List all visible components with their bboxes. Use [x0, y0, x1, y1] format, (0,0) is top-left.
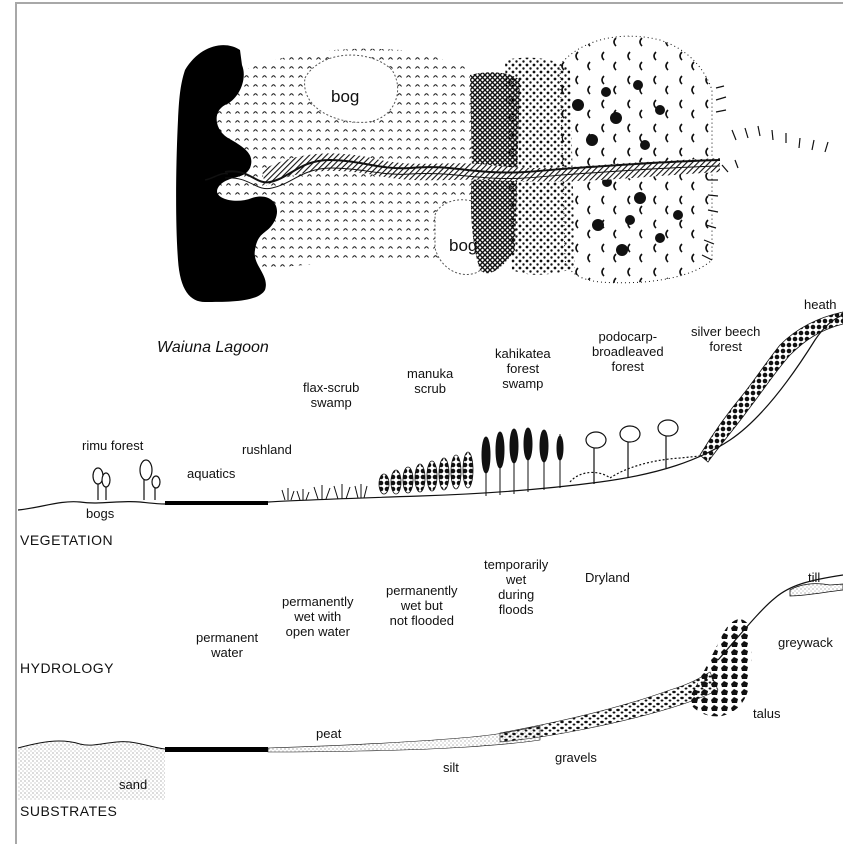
label-till: till	[808, 570, 820, 585]
label-peat: peat	[316, 726, 341, 741]
label-podocarp-forest: podocarp- broadleaved forest	[592, 329, 664, 374]
label-kahikatea-swamp: kahikatea forest swamp	[495, 346, 551, 391]
label-flax-scrub-swamp: flax-scrub swamp	[303, 380, 359, 410]
label-bogs: bogs	[86, 506, 114, 521]
label-silver-beech-forest: silver beech forest	[691, 324, 760, 354]
map-plan-view	[176, 36, 828, 302]
label-sand: sand	[119, 777, 147, 792]
label-wet-open-water: permanently wet with open water	[282, 594, 354, 639]
veg-lagoon-water	[165, 501, 268, 505]
section-title-hydrology: HYDROLOGY	[20, 660, 114, 676]
substrate-lagoon-water	[165, 747, 268, 752]
bog-label-lower: bog	[449, 236, 477, 256]
gravels-layer	[500, 672, 718, 742]
manuka-scrub	[379, 452, 473, 494]
wetland-diagram	[0, 0, 843, 821]
label-aquatics: aquatics	[187, 466, 235, 481]
podocarp-trees	[570, 420, 700, 484]
section-title-substrates: SUBSTRATES	[20, 803, 117, 819]
section-title-vegetation: VEGETATION	[20, 532, 113, 548]
heath-ticks	[702, 86, 828, 260]
label-rushland: rushland	[242, 442, 292, 457]
label-heath: heath	[804, 297, 837, 312]
peat-silt-layer	[268, 726, 540, 752]
label-permanent-water: permanent water	[196, 630, 258, 660]
label-temporarily-wet: temporarily wet during floods	[484, 557, 548, 617]
label-talus: talus	[753, 706, 780, 721]
label-manuka-scrub: manuka scrub	[407, 366, 453, 396]
label-dryland: Dryland	[585, 570, 630, 585]
lagoon-label: Waiuna Lagoon	[157, 340, 269, 355]
label-greywacke: greywack	[778, 635, 833, 650]
kahikatea-trees	[482, 428, 563, 496]
label-wet-not-flooded: permanently wet but not flooded	[386, 583, 458, 628]
rushland-tufts	[282, 484, 367, 500]
label-gravels: gravels	[555, 750, 597, 765]
rimu-trees	[93, 460, 160, 500]
label-silt: silt	[443, 760, 459, 775]
talus-block	[688, 619, 751, 716]
label-rimu-forest: rimu forest	[82, 438, 143, 453]
bog-label-upper: bog	[331, 87, 359, 107]
beech-forest-area	[560, 36, 712, 283]
